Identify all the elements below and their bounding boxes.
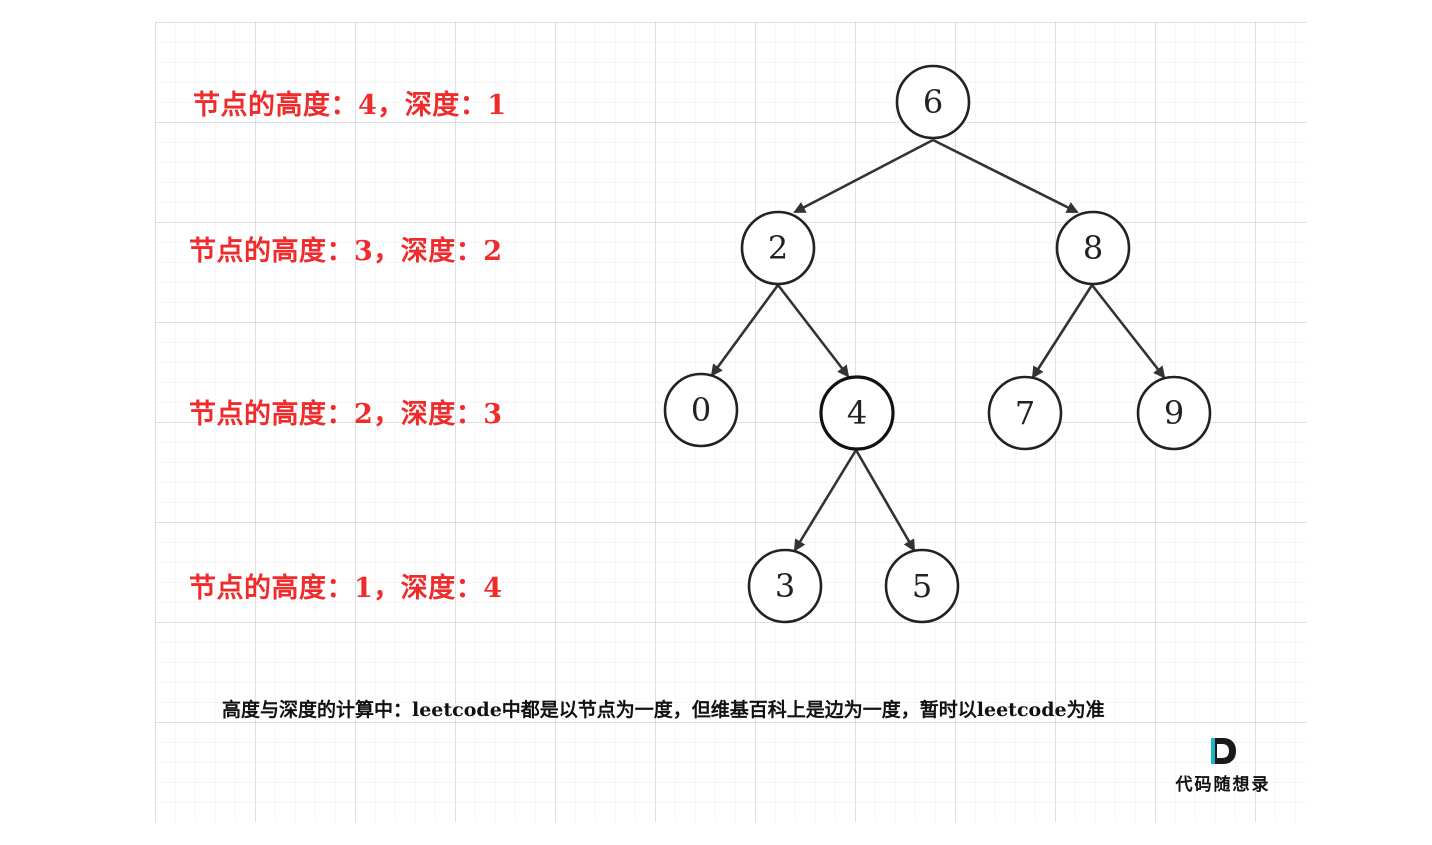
node-label-3: 3 (775, 567, 795, 605)
calculation-note: 高度与深度的计算中：leetcode中都是以节点为一度，但维基百科上是边为一度，… (222, 699, 1105, 721)
edge-2-4 (776, 284, 850, 378)
tree-node-5: 5 (884, 548, 960, 624)
edge-6-2 (793, 138, 934, 214)
level-label-1: 节点的高度：4，深度：1 (193, 90, 507, 121)
node-label-4: 4 (847, 394, 867, 432)
tree-node-6: 6 (895, 64, 971, 140)
node-label-6: 6 (923, 83, 943, 121)
edges (710, 138, 1166, 552)
letter-d-logo-icon (1211, 738, 1236, 764)
node-label-5: 5 (912, 567, 932, 605)
tree-node-7: 7 (987, 375, 1063, 451)
edge-8-7 (1031, 284, 1094, 379)
tree-node-2: 2 (740, 210, 816, 286)
level-label-3: 节点的高度：2，深度：3 (189, 399, 503, 430)
brand-logo: 代码随想录 (1168, 736, 1278, 795)
node-label-7: 7 (1015, 394, 1035, 432)
node-label-2: 2 (768, 229, 788, 267)
brand-name: 代码随想录 (1175, 775, 1271, 795)
node-label-0: 0 (691, 391, 711, 429)
node-label-8: 8 (1083, 229, 1103, 267)
edge-8-9 (1090, 284, 1166, 379)
tree-node-0: 0 (663, 372, 739, 448)
tree-node-9: 9 (1136, 375, 1212, 451)
edge-4-3 (793, 449, 858, 552)
edge-4-5 (854, 449, 916, 552)
tree-node-3: 3 (747, 548, 823, 624)
level-label-4: 节点的高度：1，深度：4 (189, 573, 503, 604)
tree-node-4: 4 (819, 375, 895, 451)
level-label-2: 节点的高度：3，深度：2 (189, 236, 503, 267)
edge-6-8 (932, 138, 1079, 214)
node-label-9: 9 (1164, 394, 1184, 432)
edge-2-0 (710, 284, 780, 377)
tree-node-8: 8 (1055, 210, 1131, 286)
